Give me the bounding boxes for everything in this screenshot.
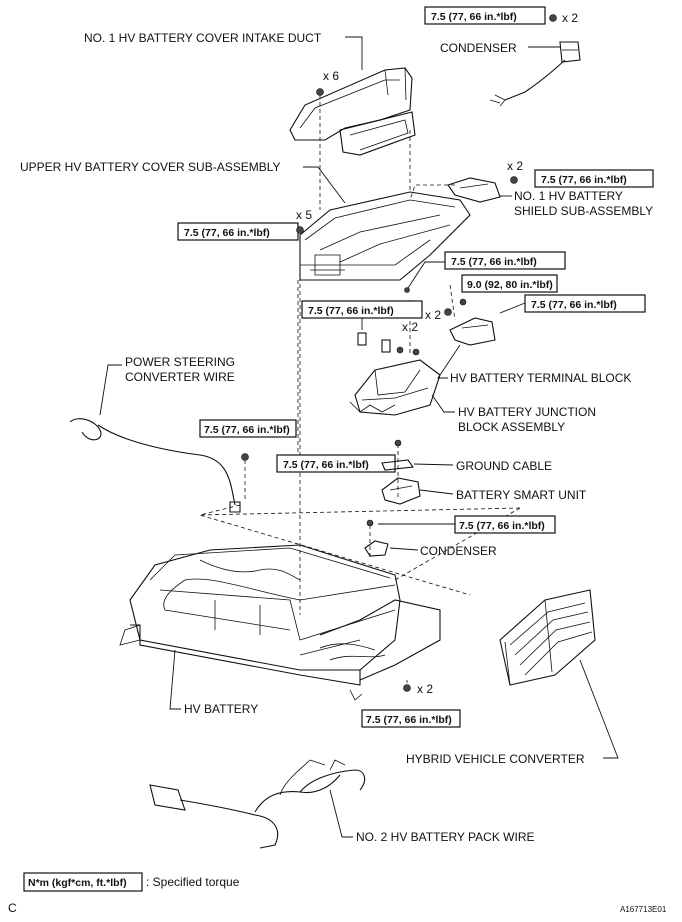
junction-label-line1: HV BATTERY JUNCTION (458, 405, 596, 419)
cover-bolts: x 5 7.5 (77, 66 in.*lbf) 7.5 (77, 66 in.… (177, 208, 566, 289)
pack-wire-label: NO. 2 HV BATTERY PACK WIRE (356, 830, 534, 844)
qty-intake-duct: x 6 (323, 69, 339, 83)
upper-cover-part: UPPER HV BATTERY COVER SUB-ASSEMBLY (20, 160, 471, 293)
torque-label-junction: 7.5 (77, 66 in.*lbf) (308, 305, 394, 317)
ground-cable-and-smart-unit: 7.5 (77, 66 in.*lbf) GROUND CABLE BATTER… (276, 439, 587, 505)
intake-duct-label: NO. 1 HV BATTERY COVER INTAKE DUCT (84, 31, 322, 45)
terminal-block-label: HV BATTERY TERMINAL BLOCK (450, 371, 631, 385)
pack-wire-part: NO. 2 HV BATTERY PACK WIRE (149, 759, 534, 849)
qty-hv-battery: x 2 (417, 682, 433, 696)
legend-unit: N*m (kgf*cm, ft.*lbf) (28, 877, 127, 889)
torque-label-terminal-9: 9.0 (92, 80 in.*lbf) (467, 279, 553, 291)
torque-label-terminal: 7.5 (77, 66 in.*lbf) (531, 299, 617, 311)
converter-part: HYBRID VEHICLE CONVERTER (406, 589, 619, 766)
torque-label-cover: 7.5 (77, 66 in.*lbf) (184, 227, 270, 239)
qty-shield: x 2 (507, 159, 523, 173)
legend-text: : Specified torque (146, 875, 240, 889)
qty-condenser-top: x 2 (562, 11, 578, 25)
power-steering-label-line1: POWER STEERING (125, 355, 235, 369)
shield-label-line1: NO. 1 HV BATTERY (514, 189, 623, 203)
condenser-top-label: CONDENSER (440, 41, 517, 55)
condenser-top-part: 7.5 (77, 66 in.*lbf) x 2 CONDENSER (424, 6, 581, 107)
torque-label-condenser-top: 7.5 (77, 66 in.*lbf) (431, 11, 517, 23)
converter-label: HYBRID VEHICLE CONVERTER (406, 752, 585, 766)
torque-label-ground: 7.5 (77, 66 in.*lbf) (283, 459, 369, 471)
intake-duct-part: NO. 1 HV BATTERY COVER INTAKE DUCT x 6 (84, 31, 416, 156)
qty-terminal: x 2 (425, 308, 441, 322)
hv-battery-label: HV BATTERY (184, 702, 258, 716)
junction-label-line2: BLOCK ASSEMBLY (458, 420, 565, 434)
assembly-guide-lines (198, 95, 521, 690)
qty-junction: x 2 (402, 320, 418, 334)
condenser-mid-part: 7.5 (77, 66 in.*lbf) CONDENSER (364, 515, 556, 558)
figure-id: A167713E01 (620, 905, 667, 914)
junction-block-part: 7.5 (77, 66 in.*lbf) x 2 HV BATTERY JUNC… (301, 300, 596, 434)
torque-label-condenser-mid: 7.5 (77, 66 in.*lbf) (459, 520, 545, 532)
torque-label-shield: 7.5 (77, 66 in.*lbf) (541, 174, 627, 186)
power-steering-label-line2: CONVERTER WIRE (125, 370, 235, 384)
torque-label-hv-battery: 7.5 (77, 66 in.*lbf) (366, 714, 452, 726)
shield-label-line2: SHIELD SUB-ASSEMBLY (514, 204, 653, 218)
hv-battery-part: HV BATTERY x 2 7.5 (77, 66 in.*lbf) (119, 544, 461, 728)
torque-label-cover-right: 7.5 (77, 66 in.*lbf) (451, 256, 537, 268)
ground-cable-label: GROUND CABLE (456, 459, 552, 473)
corner-letter: C (8, 901, 17, 915)
smart-unit-label: BATTERY SMART UNIT (456, 488, 587, 502)
qty-cover: x 5 (296, 208, 312, 222)
torque-label-power-steering: 7.5 (77, 66 in.*lbf) (204, 424, 290, 436)
power-steering-wire-part: POWER STEERING CONVERTER WIRE 7.5 (77, 6… (69, 355, 297, 513)
shield-part: x 2 7.5 (77, 66 in.*lbf) NO. 1 HV BATTER… (447, 159, 654, 218)
legend: N*m (kgf*cm, ft.*lbf) : Specified torque (23, 872, 240, 892)
upper-cover-label: UPPER HV BATTERY COVER SUB-ASSEMBLY (20, 160, 281, 174)
condenser-mid-label: CONDENSER (420, 544, 497, 558)
terminal-block-part: 9.0 (92, 80 in.*lbf) x 2 7.5 (77, 66 in.… (425, 274, 646, 385)
